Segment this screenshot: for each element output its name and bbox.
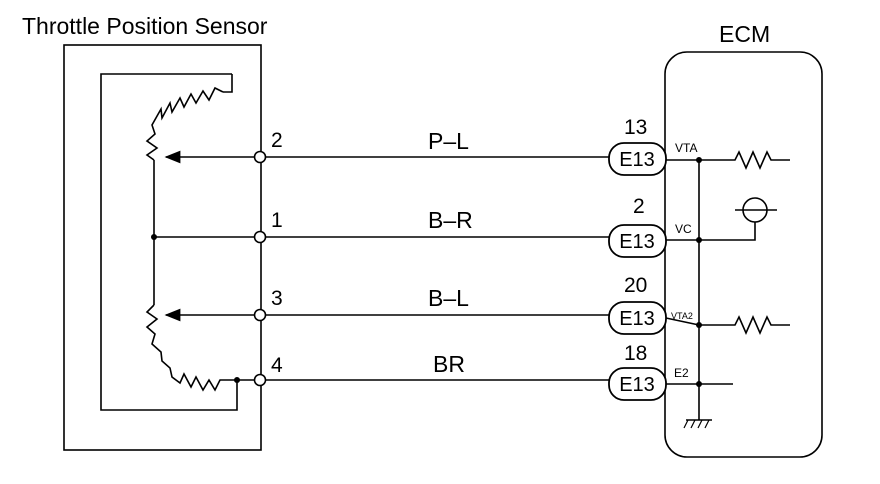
ecm-connector: E13	[608, 301, 667, 335]
connector-label: E13	[619, 374, 655, 396]
sensor-circuit	[145, 86, 260, 392]
ecm-signal-label: VC	[675, 222, 692, 236]
harness-wires	[266, 156, 612, 381]
connector-label: E13	[619, 308, 655, 330]
ecm-internal-circuit	[665, 150, 790, 429]
sensor-title: Throttle Position Sensor	[22, 13, 268, 39]
connector-label: E13	[619, 149, 655, 171]
ecm-pin-label: 18	[624, 342, 647, 365]
sensor-housing	[63, 44, 262, 451]
ecm-signal-label: VTA2	[671, 311, 693, 321]
sensor-pin-label: 3	[271, 287, 283, 310]
sensor-terminal-3	[253, 308, 267, 322]
wire-color-label: P–L	[428, 128, 469, 154]
wire-color-label: B–L	[428, 285, 469, 311]
ecm-signal-label: E2	[674, 366, 689, 380]
sensor-terminal-4	[253, 373, 267, 387]
ecm-pin-label: 20	[624, 274, 647, 297]
sensor-pin-label: 1	[271, 209, 283, 232]
ecm-title: ECM	[719, 21, 770, 47]
sensor-terminal-2	[253, 150, 267, 164]
ecm-housing	[664, 51, 823, 458]
ecm-pin-label: 2	[633, 195, 645, 218]
ecm-pin-label: 13	[624, 116, 647, 139]
ecm-connector: E13	[608, 224, 667, 258]
ecm-connector: E13	[608, 142, 667, 176]
sensor-terminals	[253, 150, 267, 387]
wire-color-label: BR	[433, 351, 465, 377]
ecm-connector: E13	[608, 367, 667, 401]
sensor-pin-label: 4	[271, 354, 283, 377]
connector-label: E13	[619, 231, 655, 253]
sensor-pin-label: 2	[271, 129, 283, 152]
sensor-terminal-1	[253, 230, 267, 244]
ecm-signal-label: VTA	[675, 141, 697, 155]
wire-color-label: B–R	[428, 207, 473, 233]
